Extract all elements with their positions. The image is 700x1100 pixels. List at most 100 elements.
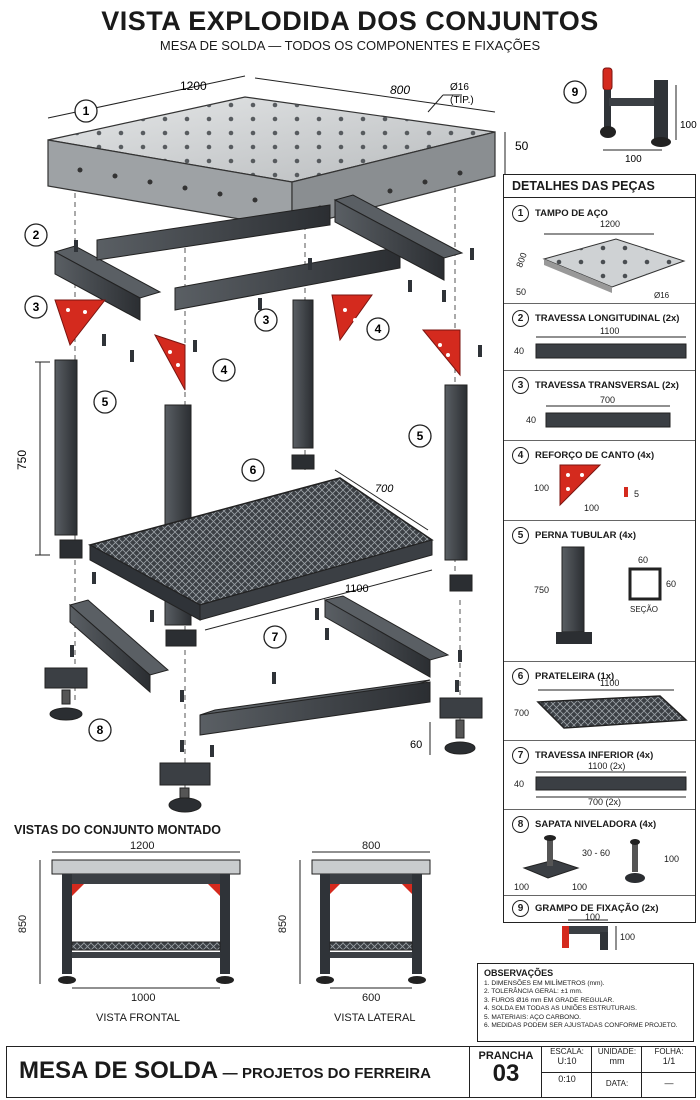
- notes-box: OBSERVAÇÕES 1. DIMENSÕES EM MILÍMETROS (…: [477, 963, 694, 1042]
- part-2-dim-length: 1100: [600, 326, 620, 336]
- callout-4a: 4: [375, 322, 382, 336]
- part-1-dim-hole: Ø16: [654, 291, 670, 300]
- part-4-dim-thickness: 5: [634, 489, 640, 499]
- title-block-main: MESA DE SOLDA — PROJETOS DO FERREIRA: [19, 1057, 431, 1085]
- front-view-label: VISTA FRONTAL: [96, 1012, 180, 1024]
- part-7-name: TRAVESSA INFERIOR (4x): [535, 750, 654, 761]
- note-1: 1. DIMENSÕES EM MILÍMETROS (mm).: [484, 980, 605, 987]
- part-4: 4 REFORÇO DE CANTO (4x) 100 100 5: [504, 441, 695, 521]
- clamp-callout: 9: [572, 85, 579, 99]
- part-4-dim-width: 100: [584, 503, 600, 513]
- date-label: DATA:: [605, 1079, 629, 1088]
- sheet-number: 03: [492, 1060, 520, 1087]
- part-8-dim-adjust: 30 - 60: [582, 848, 611, 858]
- assembled-views: [39, 851, 431, 989]
- callout-3b: 3: [263, 313, 270, 327]
- title-block-dash: —: [222, 1065, 238, 1082]
- part-1-dim-thickness: 50: [516, 287, 527, 297]
- dim-shelf-width: 700: [375, 483, 394, 495]
- part-7-num: 7: [512, 747, 529, 764]
- side-view: [299, 851, 431, 989]
- part-3-dim-length: 700: [600, 395, 616, 405]
- callout-4b: 4: [221, 363, 228, 377]
- callout-7: 7: [272, 630, 279, 644]
- title-block-name: MESA DE SOLDA: [19, 1057, 219, 1084]
- dim-shelf-length: 1100: [345, 583, 369, 595]
- sheet-cell: PRANCHA 03: [469, 1047, 542, 1097]
- clamp-view: [563, 67, 677, 151]
- dim-top-width: 800: [390, 83, 410, 97]
- dim-top-thickness: 50: [515, 139, 529, 153]
- leveling-feet: [44, 667, 483, 813]
- side-dim-height: 850: [277, 914, 290, 934]
- folha-label: FOLHA:: [654, 1047, 684, 1056]
- part-4-name: REFORÇO DE CANTO (4x): [535, 450, 655, 461]
- part-5: 5 PERNA TUBULAR (4x) 750 60 60 SEÇÃO: [504, 521, 695, 662]
- clamp-dim-height: 100: [680, 120, 697, 131]
- front-view: [39, 851, 241, 989]
- front-dim-top: 1200: [130, 840, 155, 852]
- date-value: —: [664, 1078, 674, 1088]
- part-9: 9 GRAMPO DE FIXAÇÃO (2x): [504, 896, 695, 922]
- part-4-dim-height: 100: [534, 483, 550, 493]
- title-block-sub: PROJETOS DO FERREIRA: [242, 1065, 431, 1082]
- scale-value: U:10: [557, 1056, 577, 1066]
- callout-1: 1: [83, 104, 90, 118]
- assembled-views-title: VISTAS DO CONJUNTO MONTADO: [14, 823, 221, 837]
- part-2-num: 2: [512, 310, 529, 327]
- part-3-num: 3: [512, 377, 529, 394]
- scale-cell-2: 0:10: [541, 1072, 592, 1097]
- note-2: 2. TOLERÂNCIA GERAL: ±1 mm.: [484, 988, 583, 996]
- part-9-num: 9: [512, 900, 529, 917]
- unit-value: mm: [609, 1056, 625, 1066]
- drawing-title: VISTA EXPLODIDA DOS CONJUNTOS: [101, 6, 599, 36]
- lower-rails: [68, 595, 450, 736]
- part-8-dim-base-d: 100: [572, 882, 588, 892]
- sheet-label: PRANCHA: [478, 1050, 534, 1062]
- part-5-dim-width: 60: [638, 555, 649, 565]
- title-block: MESA DE SOLDA — PROJETOS DO FERREIRA PRA…: [6, 1046, 696, 1098]
- note-6: 6. MEDIDAS PODEM SER AJUSTADAS CONFORME …: [484, 1022, 678, 1030]
- part-5-dim-depth: 60: [666, 579, 677, 589]
- part-5-section-label: SEÇÃO: [630, 605, 659, 614]
- part-7-dim-length: 1100 (2x): [588, 761, 626, 771]
- part-9-name: GRAMPO DE FIXAÇÃO (2x): [535, 903, 659, 914]
- date-value-cell: —: [641, 1072, 696, 1097]
- dim-foot-height: 60: [410, 739, 422, 751]
- part-5-dim-height: 750: [534, 585, 550, 595]
- scale-label: ESCALA:: [550, 1047, 584, 1056]
- clamp-detail: [562, 919, 617, 950]
- callout-2: 2: [33, 228, 40, 242]
- hole-callout-typ: (TIP.): [450, 95, 474, 106]
- side-dim-bottom: 600: [362, 992, 381, 1004]
- part-7-dim-short: 700 (2x): [588, 797, 622, 807]
- note-3: 3. FUROS Ø16 mm EM GRADE REGULAR.: [484, 996, 615, 1004]
- part-6-dim-length: 1100: [600, 678, 620, 688]
- part-7: 7 TRAVESSA INFERIOR (4x) 1100 (2x) 40 700…: [504, 741, 695, 810]
- drawing-subtitle: MESA DE SOLDA — TODOS OS COMPONENTES E F…: [159, 38, 541, 53]
- part-8-num: 8: [512, 816, 529, 833]
- callout-bubbles: [24, 99, 432, 742]
- hole-callout-diameter: Ø16: [450, 82, 469, 93]
- part-9-dim-height: 100: [620, 932, 636, 942]
- folha-value: 1/1: [662, 1056, 676, 1066]
- scale-value-2: 0:10: [558, 1074, 576, 1084]
- part-8-name: SAPATA NIVELADORA (4x): [535, 819, 657, 830]
- upper-rails: [53, 194, 464, 321]
- part-3-dim-height: 40: [526, 415, 537, 425]
- part-8-dim-height: 100: [664, 854, 680, 864]
- dim-top-length: 1200: [180, 79, 207, 93]
- shelf: [87, 477, 434, 621]
- part-5-name: PERNA TUBULAR (4x): [535, 530, 636, 541]
- unit-label: UNIDADE:: [597, 1047, 637, 1056]
- part-4-num: 4: [512, 447, 529, 464]
- part-7-dim-height: 40: [514, 779, 525, 789]
- part-5-num: 5: [512, 527, 529, 544]
- clamp-dim-width: 100: [625, 154, 642, 165]
